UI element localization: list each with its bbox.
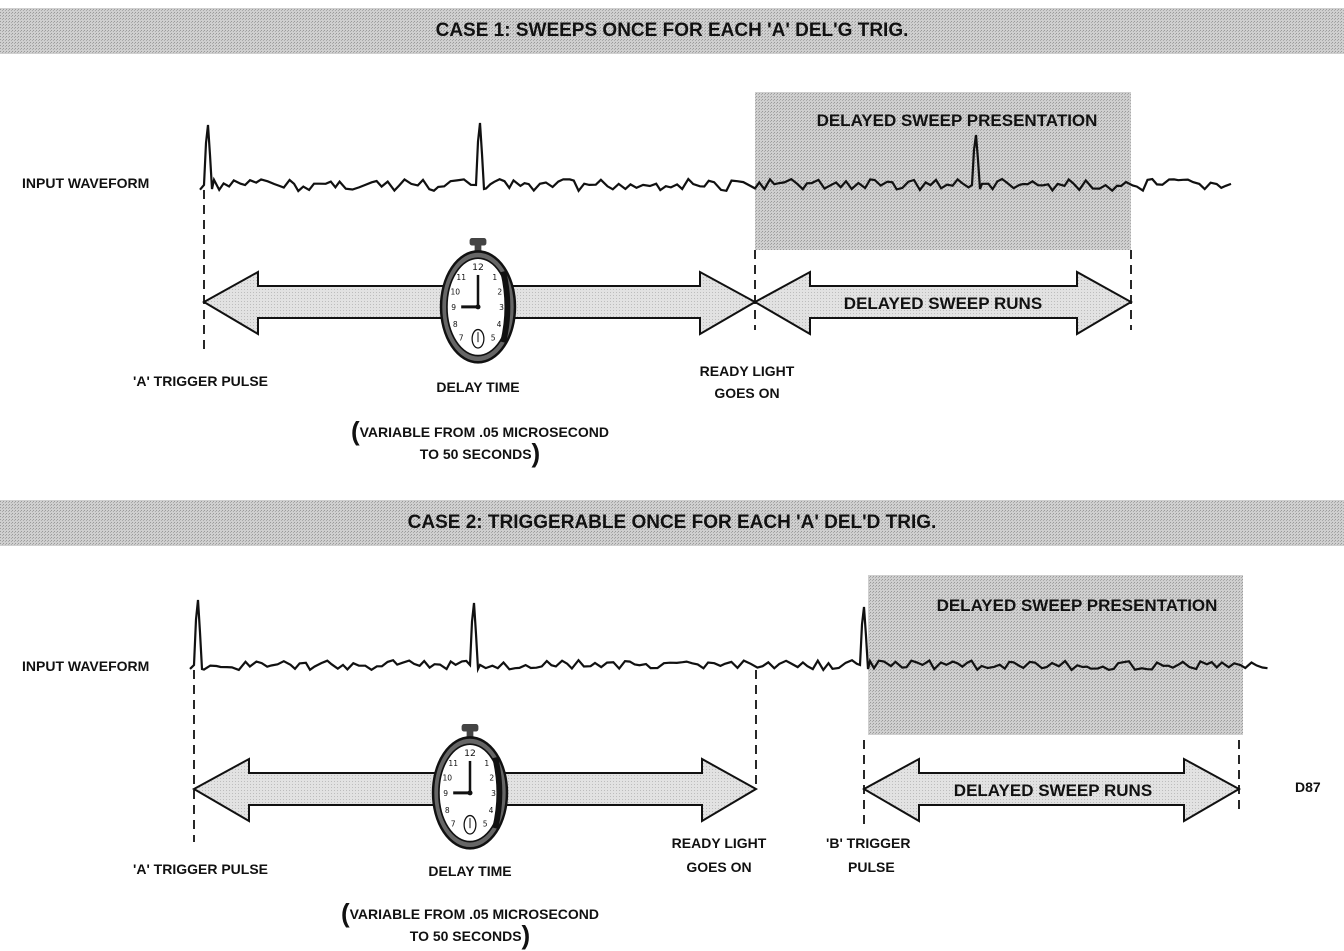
case2-ready-line1: READY LIGHT: [671, 835, 767, 851]
case1-variable-range: (VARIABLE FROM .05 MICROSECOND: [350, 416, 610, 446]
case1-input-label: INPUT WAVEFORM: [22, 175, 150, 191]
case2-input-waveform: [189, 599, 1268, 674]
case1-delay-label: DELAY TIME: [436, 379, 520, 395]
case2-b-trigger-line2: PULSE: [848, 859, 895, 875]
case1-trigger-label: 'A' TRIGGER PULSE: [133, 373, 269, 389]
case1-ready-line2: GOES ON: [714, 385, 780, 401]
case2-sweep-runs-arrow: [861, 757, 1242, 823]
case1-banner: CASE 1: SWEEPS ONCE FOR EACH 'A' DEL'G T…: [435, 20, 909, 41]
case2-trigger-label: 'A' TRIGGER PULSE: [133, 861, 269, 877]
case1-sweep-runs-label: DELAYED SWEEP RUNS: [844, 294, 1042, 313]
case1-ready-line1: READY LIGHT: [699, 363, 795, 379]
case1-variable-line2: TO 50 SECONDS: [419, 446, 532, 462]
case2-presentation-box: [868, 575, 1243, 735]
figure-code: D87: [1295, 779, 1321, 795]
case2-pocket-watch-icon: [433, 724, 507, 848]
case1-sweep-runs-arrow: [752, 270, 1134, 336]
case2-ready-line2: GOES ON: [686, 859, 752, 875]
case1-variable-range-2: TO 50 SECONDS): [419, 438, 541, 468]
case2-input-label: INPUT WAVEFORM: [22, 658, 150, 674]
case2-banner-band: [0, 500, 1344, 546]
case1-presentation-box: [755, 92, 1131, 250]
case2-variable-range: (VARIABLE FROM .05 MICROSECOND: [340, 898, 600, 928]
case1-pocket-watch-icon: [441, 238, 515, 362]
case2-variable-line1: VARIABLE FROM .05 MICROSECOND: [349, 906, 600, 922]
case2-variable-line2: TO 50 SECONDS: [409, 928, 522, 944]
case2-presentation-label: DELAYED SWEEP PRESENTATION: [937, 596, 1218, 615]
case1-variable-line1: VARIABLE FROM .05 MICROSECOND: [359, 424, 610, 440]
case1-input-waveform: [199, 122, 1232, 193]
case2-banner: CASE 2: TRIGGERABLE ONCE FOR EACH 'A' DE…: [407, 512, 937, 533]
case2-variable-range-2: TO 50 SECONDS): [409, 920, 531, 950]
case2-sweep-runs-label: DELAYED SWEEP RUNS: [954, 781, 1152, 800]
case1-banner-band: [0, 8, 1344, 54]
case2-b-trigger-line1: 'B' TRIGGER: [826, 835, 911, 851]
case1-presentation-label: DELAYED SWEEP PRESENTATION: [817, 111, 1098, 130]
case2-delay-label: DELAY TIME: [428, 863, 512, 879]
